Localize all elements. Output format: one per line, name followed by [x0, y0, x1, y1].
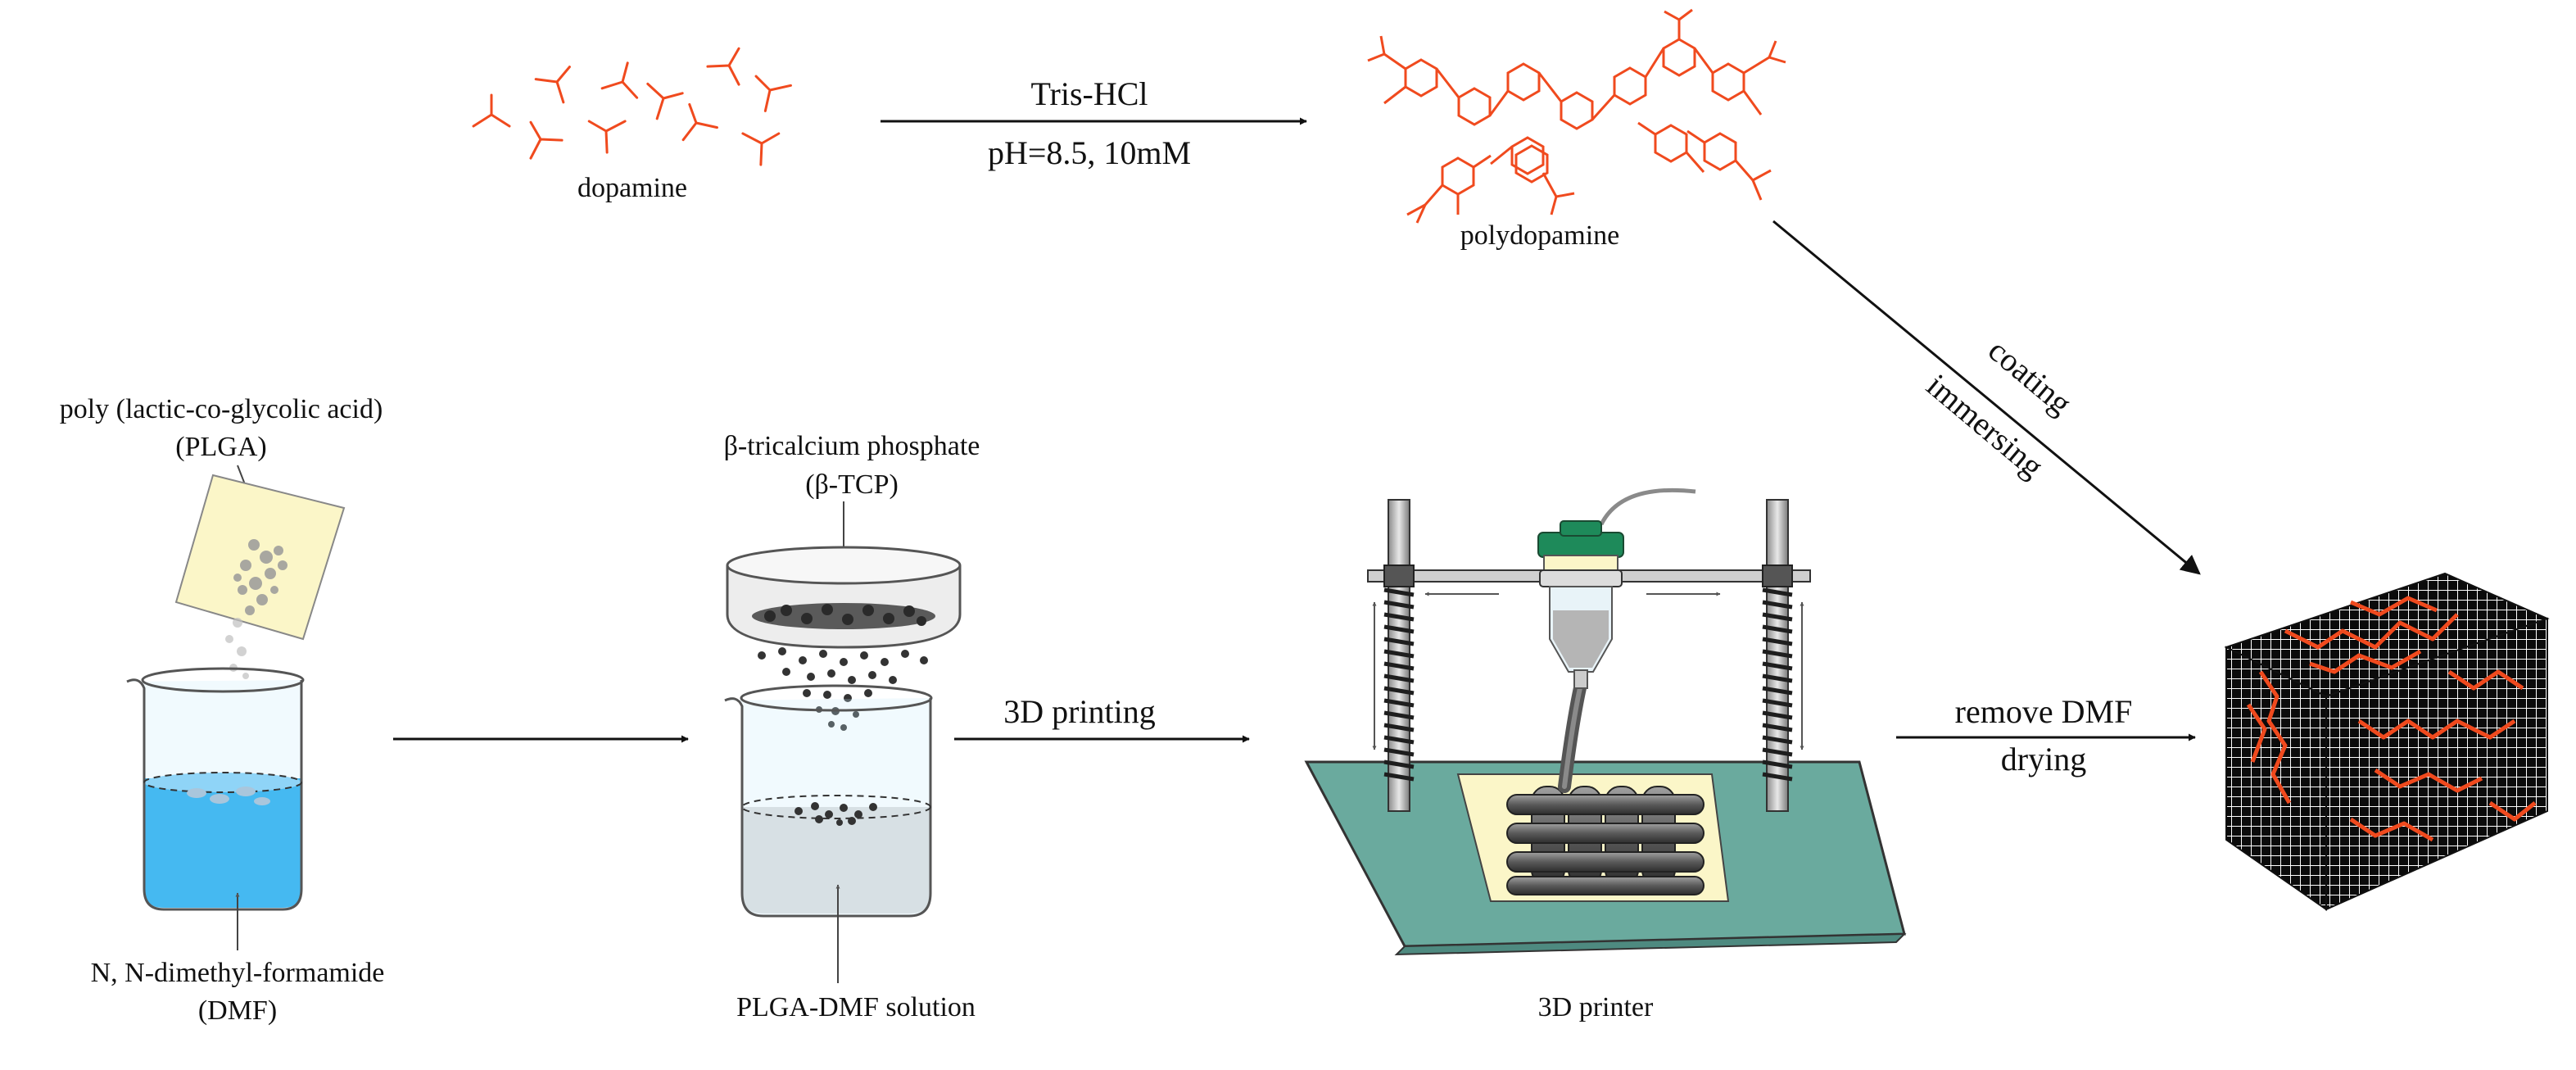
- printed-scaffold: [1506, 786, 1705, 895]
- dmf-label-line2: (DMF): [198, 995, 277, 1026]
- dopamine-label: dopamine: [577, 173, 687, 203]
- tcp-label-line2: (β-TCP): [805, 469, 899, 500]
- coating-label: coating: [1981, 332, 2079, 422]
- solution-label: PLGA-DMF solution: [736, 992, 976, 1022]
- polydopamine-structure: [1367, 8, 1786, 224]
- polydopamine-label: polydopamine: [1460, 220, 1620, 251]
- plga-dmf-beaker: [724, 684, 933, 918]
- plga-label-line1: poly (lactic-co-glycolic acid): [60, 394, 383, 424]
- drying-arrow-label-line2: drying: [2001, 741, 2086, 778]
- plga-label-line2: (PLGA): [175, 432, 266, 462]
- coated-scaffold-cube: [2224, 572, 2550, 911]
- dopamine-monomers: [472, 38, 792, 166]
- printer: [1304, 487, 1907, 956]
- coating-arrow: [1772, 220, 2201, 575]
- dmf-label-line1: N, N-dimethyl-formamide: [91, 958, 385, 988]
- reaction-condition-buffer: Tris-HCl: [1030, 75, 1148, 112]
- dmf-beaker: [126, 667, 305, 911]
- tcp-label-line1: β-tricalcium phosphate: [724, 431, 980, 461]
- reaction-condition-ph: pH=8.5, 10mM: [988, 134, 1191, 171]
- printing-arrow-label: 3D printing: [1003, 693, 1156, 730]
- drying-arrow-label-line1: remove DMF: [1955, 693, 2133, 730]
- tcp-sieve: [726, 546, 962, 649]
- printer-label: 3D printer: [1538, 992, 1654, 1022]
- plga-sheet: [174, 474, 346, 679]
